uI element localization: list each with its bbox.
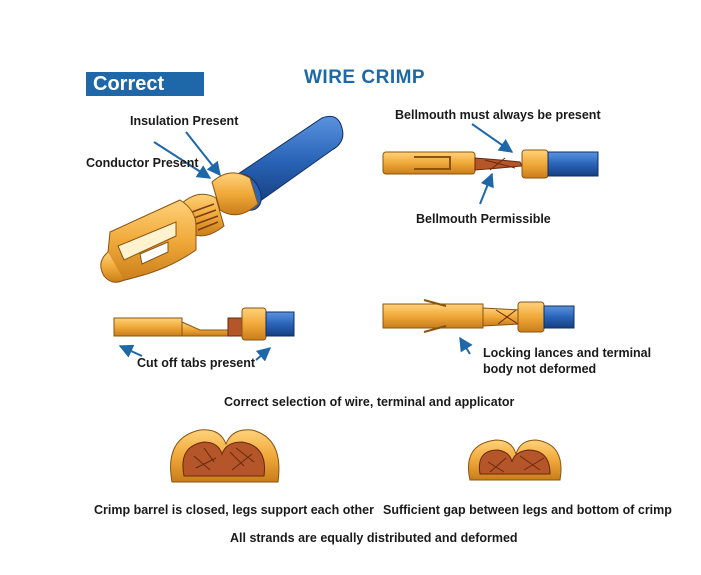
insulation-arrow bbox=[185, 131, 221, 177]
bellmouth-present-arrow bbox=[471, 123, 514, 153]
label-conductor-present: Conductor Present bbox=[86, 156, 199, 170]
cut-off-tab-terminal-illustration bbox=[113, 307, 295, 341]
label-correct-selection: Correct selection of wire, terminal and … bbox=[224, 395, 515, 409]
cut-off-left-arrow bbox=[118, 344, 143, 358]
locking-lance-arrow bbox=[459, 336, 473, 355]
locking-lance-terminal-illustration bbox=[382, 299, 575, 333]
label-locking-lances-line2: body not deformed bbox=[483, 362, 597, 376]
bellmouth-terminal-illustration bbox=[382, 149, 599, 179]
label-barrel-closed: Crimp barrel is closed, legs support eac… bbox=[94, 503, 374, 517]
bellmouth-permissible-arrow bbox=[479, 172, 494, 205]
correct-badge: Correct bbox=[86, 72, 204, 96]
closed-barrel-cross-section bbox=[170, 429, 280, 483]
main-terminal-illustration bbox=[100, 115, 344, 283]
label-sufficient-gap: Sufficient gap between legs and bottom o… bbox=[383, 503, 672, 517]
label-locking-lances-line1: Locking lances and terminal bbox=[483, 346, 652, 360]
gap-cross-section bbox=[468, 439, 562, 481]
cut-off-right-arrow bbox=[255, 347, 272, 362]
label-bellmouth-permissible: Bellmouth Permissible bbox=[416, 212, 551, 226]
label-bellmouth-present: Bellmouth must always be present bbox=[395, 108, 601, 122]
label-strands-distributed: All strands are equally distributed and … bbox=[230, 531, 518, 545]
label-cut-off-tabs: Cut off tabs present bbox=[137, 356, 256, 370]
page-title: WIRE CRIMP bbox=[304, 67, 426, 88]
conductor-arrow bbox=[153, 141, 212, 179]
label-insulation-present: Insulation Present bbox=[130, 114, 239, 128]
